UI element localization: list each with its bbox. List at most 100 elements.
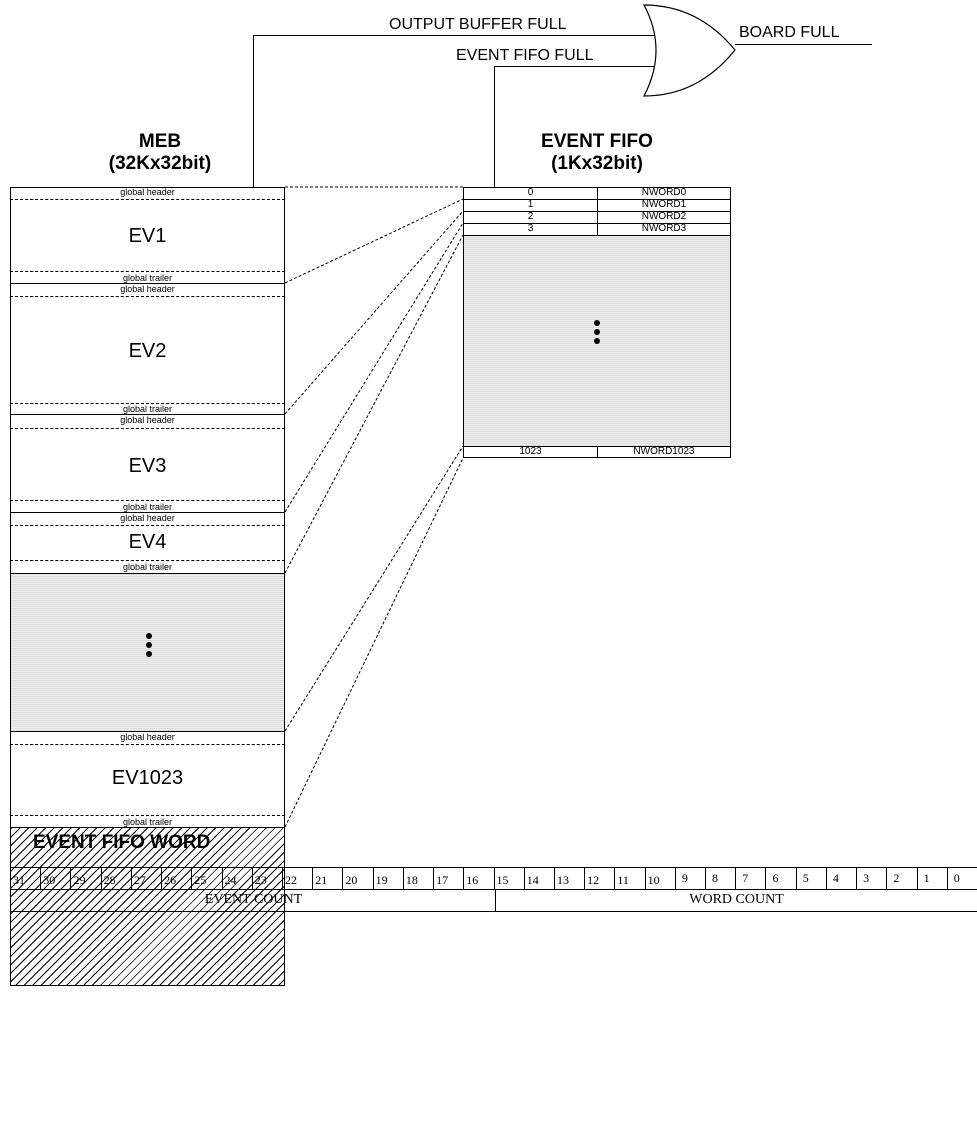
bit-cell: 2	[886, 867, 917, 889]
bit-cell: 27	[130, 867, 162, 889]
bit-cell: 24	[221, 867, 253, 889]
bit-number: 8	[712, 871, 719, 885]
divider	[10, 271, 285, 272]
bit-cell: 12	[584, 867, 615, 889]
word-count-field: WORD COUNT	[495, 889, 977, 911]
bit-cell: 17	[433, 867, 464, 889]
bit-number: 12	[587, 873, 600, 887]
bit-number: 22	[284, 873, 297, 887]
ev1023-label: EV1023	[111, 767, 184, 789]
event-boundary	[10, 827, 285, 828]
bit-number: 9	[681, 871, 688, 885]
fifo-row-2-index: 2	[527, 211, 534, 222]
divider	[10, 744, 285, 745]
bit-number: 0	[953, 871, 960, 885]
connector-ev4-start	[284, 222, 464, 513]
bit-cell: 6	[765, 867, 796, 889]
meb-memory	[10, 187, 285, 986]
fifo-col-divider	[597, 446, 598, 458]
bit-number: 20	[345, 873, 358, 887]
bit-number: 13	[556, 873, 569, 887]
connector-ev2-start	[284, 198, 464, 284]
meb-ellipsis-region	[11, 574, 284, 731]
meb-title-line2: (32Kx32bit)	[108, 153, 212, 174]
ev4-label: EV4	[128, 531, 167, 553]
bit-number: 30	[43, 873, 56, 887]
bit-number: 7	[742, 871, 749, 885]
meb-free-space	[11, 828, 284, 985]
fifo-title-line1: EVENT FIFO	[541, 131, 653, 152]
ev1023-global-header: global header	[120, 732, 175, 742]
connector-ev5-start	[284, 234, 464, 574]
divider	[10, 296, 285, 297]
table-border	[10, 911, 977, 912]
bit-number: 14	[526, 873, 539, 887]
fifo-row-3-word: NWORD3	[641, 223, 687, 234]
bit-cell: 14	[523, 867, 555, 889]
bit-cell: 31	[10, 867, 41, 889]
fifo-row-1-index: 1	[527, 199, 534, 210]
bit-cell: 13	[553, 867, 585, 889]
event-boundary	[10, 283, 285, 284]
divider	[10, 500, 285, 501]
bit-cell: 4	[825, 867, 857, 889]
connector-ev3-start	[284, 210, 464, 415]
ev1023-global-trailer: global trailer	[122, 817, 173, 827]
ev4-global-trailer: global trailer	[122, 562, 173, 572]
event-fifo-full-label: EVENT FIFO FULL	[456, 47, 594, 64]
bit-number: 24	[224, 873, 237, 887]
ev2-label: EV2	[128, 340, 167, 362]
ev1-label: EV1	[128, 225, 167, 247]
fifo-row-divider	[463, 235, 731, 236]
bit-cell: 20	[342, 867, 373, 889]
ev2-global-trailer: global trailer	[122, 404, 173, 414]
bit-cell: 29	[70, 867, 101, 889]
bit-cell: 8	[705, 867, 736, 889]
ev1-global-trailer: global trailer	[122, 273, 173, 283]
fifo-title-line2: (1Kx32bit)	[551, 153, 643, 174]
bit-number: 21	[315, 873, 328, 887]
word-format-title: EVENT FIFO WORD	[33, 832, 211, 853]
or-gate-icon	[643, 4, 736, 97]
bit-number: 31	[13, 873, 25, 887]
output-buffer-full-line	[253, 35, 657, 36]
bit-cell: 23	[251, 867, 283, 889]
bit-cell: 10	[644, 867, 676, 889]
bit-number: 28	[103, 873, 116, 887]
bit-cell: 7	[735, 867, 766, 889]
divider	[10, 403, 285, 404]
bit-cell: 28	[100, 867, 132, 889]
bit-number: 17	[436, 873, 449, 887]
fifo-row-0-word: NWORD0	[641, 187, 687, 198]
bit-number: 19	[375, 873, 388, 887]
ev3-label: EV3	[128, 455, 167, 477]
board-full-line	[735, 44, 872, 45]
bit-cell: 9	[674, 867, 706, 889]
bit-cell: 25	[191, 867, 222, 889]
table-border	[10, 889, 977, 890]
event-boundary	[10, 731, 285, 732]
fifo-col-divider	[597, 187, 598, 235]
bit-number: 15	[496, 873, 509, 887]
bit-number: 3	[863, 871, 870, 885]
bit-number: 16	[466, 873, 479, 887]
bit-cell: 15	[493, 867, 525, 889]
ellipsis-icon	[593, 320, 601, 344]
ev3-global-header: global header	[120, 415, 175, 425]
bit-cell: 18	[402, 867, 434, 889]
bit-number: 2	[893, 871, 900, 885]
bit-number: 1	[923, 871, 930, 885]
fifo-row-1-word: NWORD1	[641, 199, 687, 210]
event-fifo-full-line	[494, 66, 657, 67]
bit-number: 4	[832, 871, 839, 885]
bit-cell: 3	[856, 867, 887, 889]
bit-number: 18	[405, 873, 418, 887]
bit-cell: 22	[281, 867, 313, 889]
meb-title-line1: MEB	[138, 131, 182, 152]
fifo-last-row-index: 1023	[519, 446, 542, 457]
bit-cell: 1	[916, 867, 948, 889]
event-boundary	[10, 414, 285, 415]
bit-number: 27	[133, 873, 146, 887]
